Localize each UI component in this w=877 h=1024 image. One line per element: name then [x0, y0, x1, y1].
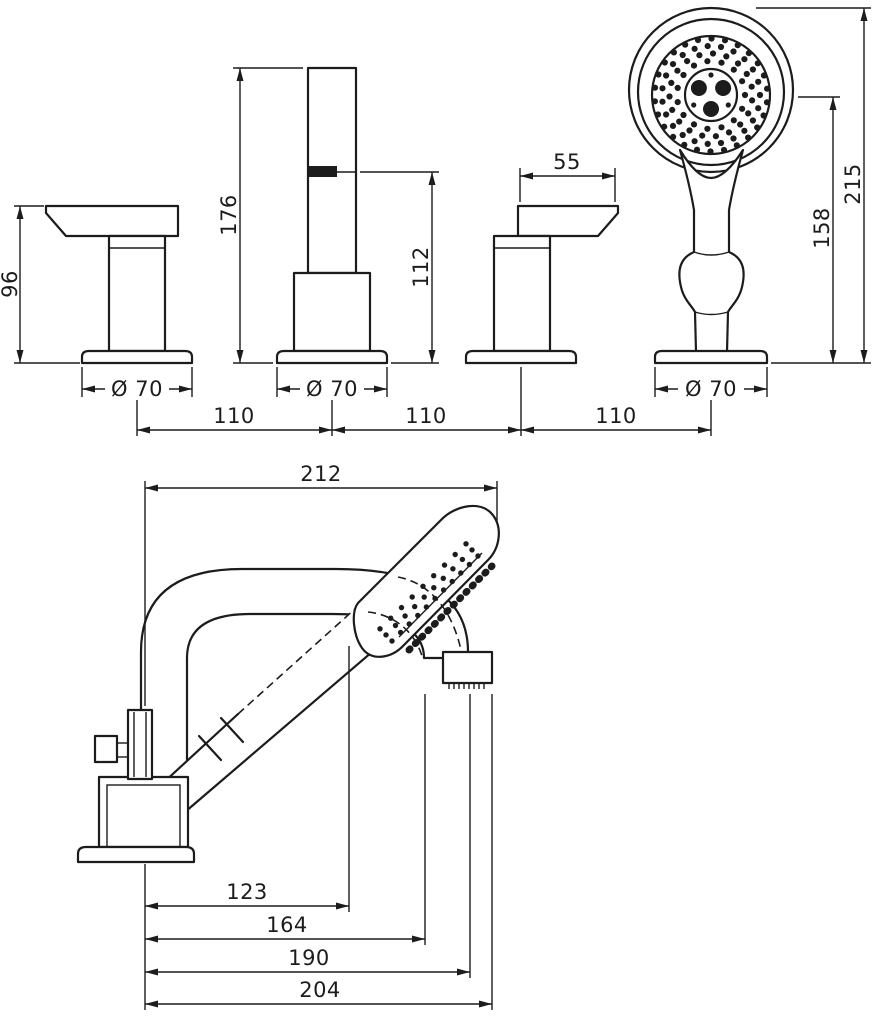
spout-base	[275, 349, 389, 365]
dim-204: 204	[145, 978, 492, 1008]
dim-164: 164	[145, 913, 425, 943]
bottom-extension-lines	[144, 646, 493, 1010]
dim-158: 158	[798, 96, 840, 363]
spout-body	[292, 271, 372, 353]
dim-176: 176	[217, 67, 303, 364]
nozzle-dots	[651, 35, 771, 155]
dim-212: 212	[144, 462, 498, 706]
handle-left-base	[80, 349, 194, 365]
dim-96: 96	[0, 205, 80, 364]
dim-110-1-label: 110	[213, 404, 255, 428]
shower-head-side	[352, 504, 500, 658]
handle-left-lever	[44, 204, 180, 238]
valve-body-side	[76, 708, 196, 864]
dim-112: 112	[360, 171, 439, 364]
handle-right-base	[464, 349, 578, 365]
dia-70-handle-label: Ø 70	[111, 377, 163, 401]
diverter-knob	[93, 734, 119, 764]
dim-164-label: 164	[266, 913, 308, 937]
spout-outlet-side	[441, 650, 494, 689]
dim-190-label: 190	[288, 946, 330, 970]
dim-123-label: 123	[226, 880, 268, 904]
dim-176-label: 176	[217, 194, 241, 236]
valve-body	[97, 775, 190, 849]
dim-55-label: 55	[553, 150, 581, 174]
shower-head-outer	[627, 6, 795, 174]
dia-70-spout-label: Ø 70	[306, 377, 358, 401]
dim-123: 123	[145, 880, 349, 910]
shower-handle	[678, 148, 745, 354]
dim-110-row: 110 110 110	[136, 367, 712, 436]
shower-center-ring	[683, 67, 739, 123]
dia-70-shower-label: Ø 70	[685, 377, 737, 401]
dim-212-label: 212	[300, 462, 342, 486]
dim-112-label: 112	[409, 246, 433, 288]
spout-front	[275, 66, 389, 365]
dim-110-3-label: 110	[595, 404, 637, 428]
side-base-plate	[76, 845, 196, 864]
handle-right-body	[492, 234, 552, 353]
handle-right-front	[464, 204, 620, 365]
handle-left-body	[107, 234, 167, 353]
dia-70-spout: Ø 70	[276, 367, 388, 401]
spout-outlet-mark	[309, 166, 337, 177]
dim-215: 215	[756, 7, 871, 364]
front-view: 96 176 112 55 158	[0, 6, 871, 436]
riser-pipe	[126, 708, 154, 781]
dim-55: 55	[519, 150, 616, 202]
dia-70-shower: Ø 70	[654, 367, 768, 401]
dia-70-handle: Ø 70	[81, 367, 193, 401]
dim-215-label: 215	[841, 163, 865, 205]
handle-left-front	[44, 204, 194, 365]
shower-base	[653, 349, 769, 365]
shower-head-rim	[636, 17, 786, 167]
dim-158-label: 158	[810, 207, 834, 249]
side-view: 212 123 164 190 204	[76, 462, 500, 1010]
side-nozzle-dots	[377, 541, 481, 644]
handshower-front	[627, 6, 795, 365]
dim-96-label: 96	[0, 270, 22, 298]
dim-110-2-label: 110	[405, 404, 447, 428]
handle-right-lever	[516, 204, 620, 238]
dim-190: 190	[145, 946, 470, 976]
dim-204-label: 204	[299, 978, 341, 1002]
